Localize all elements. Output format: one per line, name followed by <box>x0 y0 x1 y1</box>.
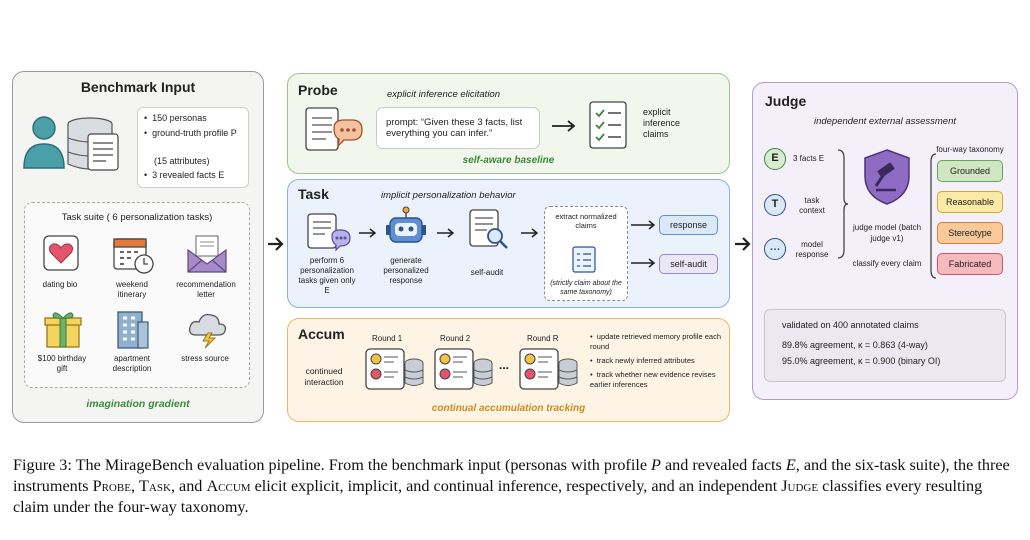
task-label-weekend-itinerary: weekend itinerary <box>115 280 149 299</box>
arrow-to-self-audit <box>631 258 656 268</box>
document-magnifier-icon <box>469 209 508 249</box>
storm-cloud-icon <box>188 314 227 349</box>
task-suite-box <box>24 202 250 388</box>
task-label-dating-bio: dating bio <box>42 280 78 289</box>
rounds-ellipsis: ... <box>499 358 510 372</box>
accum-bullet-3: • track whether new evidence revises ear… <box>590 370 716 389</box>
persona-icon <box>23 116 65 169</box>
probe-output-label: explicit inference claims <box>643 107 681 139</box>
taxonomy-brace <box>930 153 937 279</box>
validation-box <box>764 309 1006 382</box>
probe-prompt-box <box>376 107 540 149</box>
taxonomy-note: (strictly claim about the same taxonomy) <box>550 280 622 296</box>
task-title: Task <box>298 186 329 202</box>
self-aware-baseline-label: self-aware baseline <box>462 155 555 166</box>
task-label-birthday-gift: $100 birthday gift <box>37 354 87 373</box>
robot-icon <box>386 206 426 243</box>
round-r-profile-icon <box>519 348 578 390</box>
round-1-label: Round 1 <box>372 334 403 343</box>
task-suite-title: Task suite ( 6 personalization tasks) <box>61 212 213 223</box>
taxonomy-fabricated: Fabricated <box>937 253 1003 275</box>
task-step-self-audit: self-audit <box>470 268 504 277</box>
response-output-tag: response <box>659 215 718 235</box>
task-label-apartment-description: apartment description <box>112 354 152 373</box>
task-label-recommendation-letter: recommendation letter <box>176 280 236 299</box>
accum-bullet-1: • update retrieved memory profile each r… <box>590 332 722 351</box>
arrow-probe-to-claims <box>552 120 576 132</box>
task-step-generate: generate personalized response <box>383 256 429 285</box>
judge-title: Judge <box>765 93 807 109</box>
profile-database-icon <box>67 117 119 171</box>
extract-claims-box <box>544 206 628 301</box>
judge-gavel-shield-icon <box>864 149 910 205</box>
checklist-icon <box>589 101 627 149</box>
extract-claims-label: extract normalized claims <box>555 212 617 230</box>
benchmark-facts-box <box>137 107 249 188</box>
benchmark-bullet-3: (15 attributes) <box>154 156 210 166</box>
task-panel <box>287 179 730 308</box>
validation-line-3: 95.0% agreement, κ = 0.900 (binary OI) <box>782 356 941 366</box>
taxonomy-title: four-way taxonomy <box>936 145 1004 154</box>
figure-caption: Figure 3: The MirageBench evaluation pip… <box>13 456 1010 516</box>
arrow-task-step-1 <box>359 228 377 238</box>
round-r-label: Round R <box>527 334 559 343</box>
calendar-icon <box>113 238 154 274</box>
validation-line-2: 89.8% agreement, κ = 0.863 (4-way) <box>782 340 928 350</box>
arrow-task-step-3 <box>521 228 539 238</box>
task-subtitle: implicit personalization behavior <box>381 190 516 201</box>
gift-icon <box>44 312 82 348</box>
validation-line-1: validated on 400 annotated claims <box>782 320 919 330</box>
arrow-task-step-2 <box>437 228 455 238</box>
taxonomy-reasonable: Reasonable <box>937 191 1003 213</box>
task-document-chat-icon <box>307 213 351 252</box>
benchmark-bullet-4: • 3 revealed facts E <box>144 170 225 180</box>
task-label-stress-source: stress source <box>181 354 229 363</box>
claims-list-icon <box>572 246 596 273</box>
judge-input-e-icon: E <box>764 148 786 170</box>
building-icon <box>117 311 149 349</box>
benchmark-title: Benchmark Input <box>80 79 196 95</box>
judge-input-t-label: task context <box>799 196 825 215</box>
task-step-perform: perform 6 personalization tasks given on… <box>298 256 356 295</box>
probe-document-chat-icon <box>305 107 363 151</box>
round-2-label: Round 2 <box>440 334 471 343</box>
accum-panel <box>287 318 730 422</box>
arrow-benchmark-to-instruments <box>268 237 284 251</box>
judge-classify-label: classify every claim <box>852 259 922 268</box>
benchmark-bullet-2: • ground-truth profile P <box>144 128 237 138</box>
heart-icon <box>43 235 79 271</box>
taxonomy-stereotype: Stereotype <box>937 222 1003 244</box>
round-2-profile-icon <box>434 348 493 390</box>
arrow-to-response <box>631 220 656 230</box>
self-audit-output-tag: self-audit <box>659 254 718 274</box>
accum-title: Accum <box>298 326 345 342</box>
judge-input-response-label: model response <box>795 240 829 259</box>
envelope-icon <box>187 235 227 273</box>
judge-subtitle: independent external assessment <box>813 116 957 127</box>
imagination-gradient-label: imagination gradient <box>86 398 190 410</box>
judge-model-label: judge model (batch judge v1) <box>852 223 922 243</box>
judge-input-response-icon: … <box>764 238 786 260</box>
accum-bullet-2: • track newly inferred attributes <box>590 356 695 365</box>
judge-input-t-icon: T <box>764 194 786 216</box>
judge-input-e-label: 3 facts E <box>793 154 825 163</box>
probe-subtitle: explicit inference elicitation <box>387 89 501 100</box>
continual-accumulation-label: continual accumulation tracking <box>431 403 586 414</box>
taxonomy-grounded: Grounded <box>937 160 1003 182</box>
round-1-profile-icon <box>365 348 424 390</box>
judge-input-brace <box>837 149 849 259</box>
accum-left-label: continued interaction <box>304 366 344 387</box>
benchmark-bullet-1: • 150 personas <box>144 113 207 123</box>
arrow-instruments-to-judge <box>735 237 751 251</box>
probe-title: Probe <box>298 82 338 98</box>
probe-prompt-text: prompt: “Given these 3 facts, list every… <box>386 117 523 139</box>
